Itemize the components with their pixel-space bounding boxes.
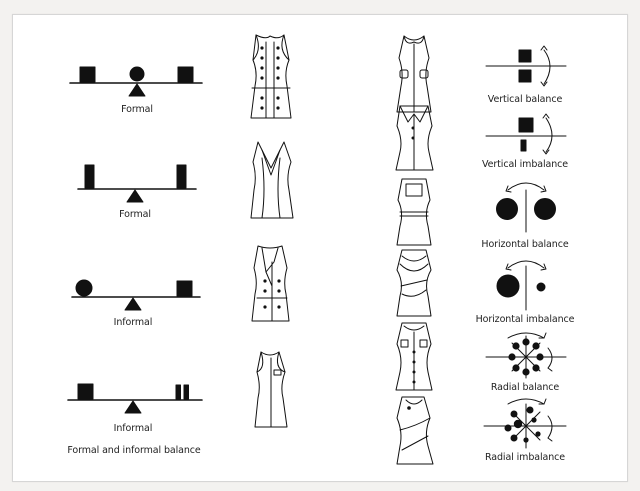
seesaw-3-label: Informal xyxy=(113,317,153,328)
radial-balance-label: Radial balance xyxy=(490,382,560,393)
dress-sketch-button-front xyxy=(395,322,433,391)
seesaw-formal-and-informal xyxy=(67,383,203,414)
vertical-imbalance-symbol xyxy=(485,113,567,155)
radial-balance-symbol xyxy=(485,332,567,379)
horizontal-balance-label: Horizontal balance xyxy=(481,239,569,250)
dress-sketch-double-button-rows xyxy=(250,34,292,119)
seesaw-formal-tall xyxy=(77,164,197,203)
dress-sketch-collar-pockets xyxy=(396,35,432,113)
vertical-imbalance-label: Vertical imbalance xyxy=(481,159,569,170)
dress-sketch-asymmetric-panel xyxy=(396,396,434,465)
seesaw-1-label: Formal xyxy=(121,104,153,115)
horizontal-imbalance-label: Horizontal imbalance xyxy=(475,314,575,325)
seesaw-4-caption: Formal and informal balance xyxy=(67,445,201,456)
vertical-balance-label: Vertical balance xyxy=(487,94,563,105)
dress-sketch-asymmetric xyxy=(254,351,288,428)
horizontal-imbalance-symbol xyxy=(496,260,547,311)
dress-sketch-v-neck xyxy=(250,141,294,219)
vertical-balance-symbol xyxy=(485,45,567,87)
dress-sketch-draped xyxy=(396,249,432,317)
figure-panel xyxy=(12,14,628,482)
seesaw-4-label: Informal xyxy=(113,423,153,434)
radial-imbalance-label: Radial imbalance xyxy=(484,452,566,463)
dress-sketch-double-breasted xyxy=(251,245,290,322)
dress-sketch-square-neck xyxy=(396,178,432,246)
dress-sketch-lapel-collar xyxy=(395,105,434,171)
seesaw-formal-symmetric xyxy=(69,66,203,97)
seesaw-2-label: Formal xyxy=(119,209,151,220)
horizontal-balance-symbol xyxy=(496,182,556,233)
seesaw-informal xyxy=(71,279,201,311)
radial-imbalance-symbol xyxy=(483,398,567,449)
